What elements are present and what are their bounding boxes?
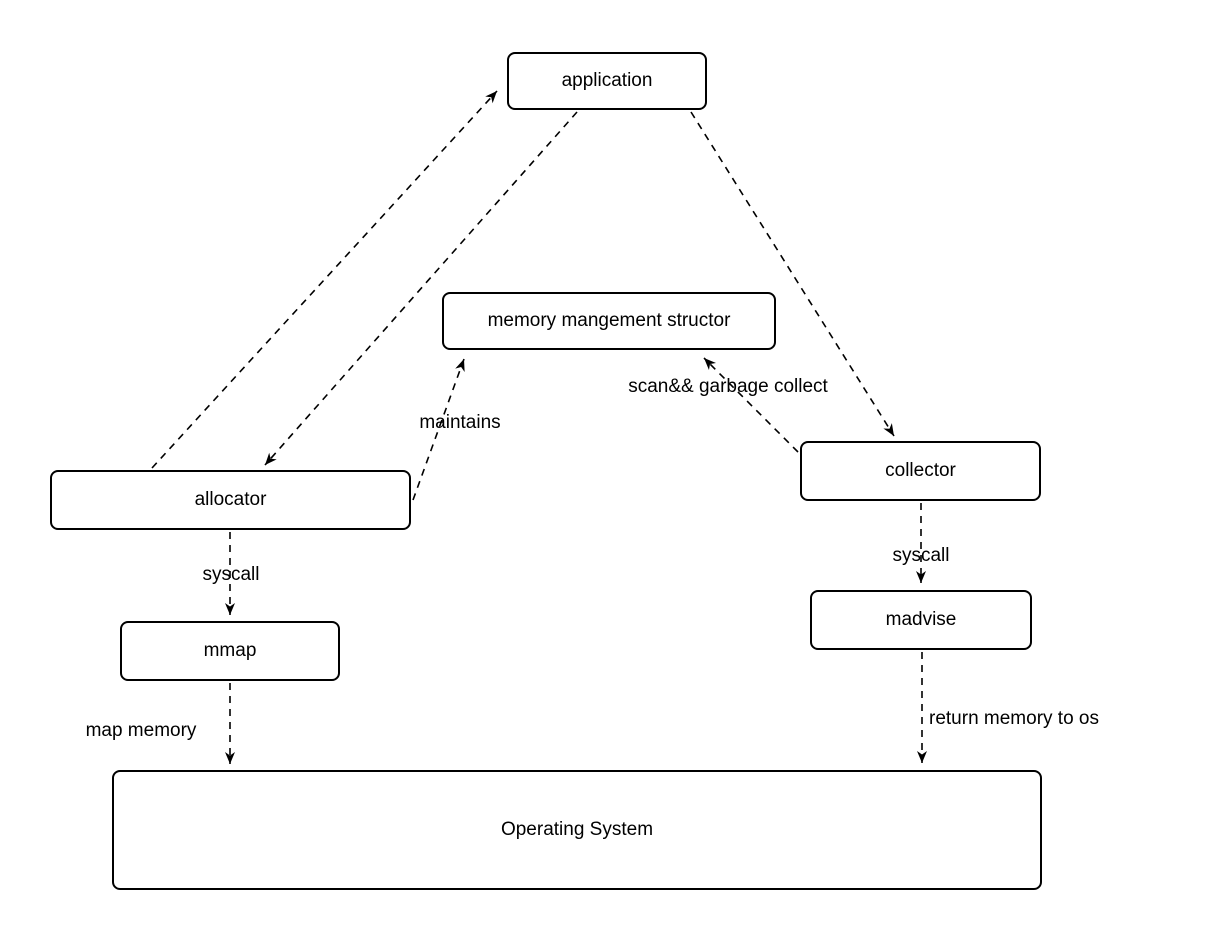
node-allocator: allocator: [50, 470, 411, 530]
edge-label-syscall-right: syscall: [892, 545, 950, 566]
edge-label-map-memory: map memory: [85, 720, 197, 741]
edge-label-return-memory-to-os: return memory to os: [929, 708, 1099, 729]
node-operating-system: Operating System: [112, 770, 1042, 890]
node-collector-label: collector: [885, 460, 956, 481]
node-application: application: [507, 52, 707, 110]
node-memory-management-structor: memory mangement structor: [442, 292, 776, 350]
node-allocator-label: allocator: [194, 489, 267, 510]
node-collector: collector: [800, 441, 1041, 501]
edge-application-to-collector: [690, 111, 895, 437]
node-application-label: application: [561, 70, 653, 91]
edge-application-to-allocator: [264, 111, 578, 466]
node-memory-management-structor-label: memory mangement structor: [487, 310, 731, 331]
node-madvise-label: madvise: [885, 609, 957, 630]
edge-label-syscall-left: syscall: [202, 564, 260, 585]
node-mmap: mmap: [120, 621, 340, 681]
edge-collector-to-structor: [703, 357, 799, 453]
node-mmap-label: mmap: [203, 640, 257, 661]
node-madvise: madvise: [810, 590, 1032, 650]
edge-label-scan-garbage-collect: scan&& garbage collect: [628, 376, 828, 397]
edge-label-maintains: maintains: [419, 412, 501, 433]
node-operating-system-label: Operating System: [500, 819, 654, 840]
